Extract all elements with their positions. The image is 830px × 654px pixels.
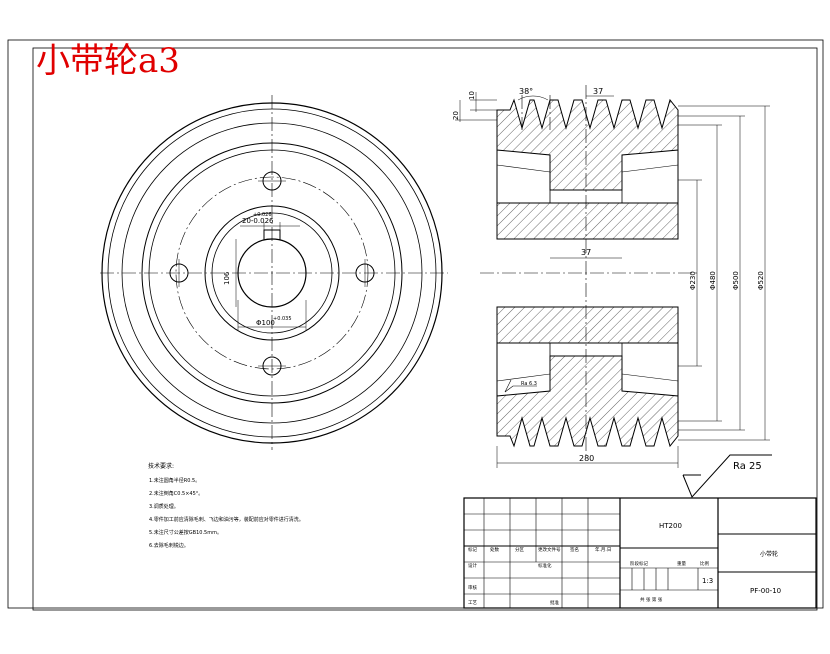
label-count: 处数 <box>490 546 499 553</box>
label-change-doc: 更改文件号 <box>538 546 561 553</box>
inner-frame <box>32 47 818 611</box>
dim-groove-pitch: 37 <box>593 87 603 96</box>
title-ratio: 比例 <box>700 560 709 567</box>
dim-bore-tol: +0.035 <box>273 316 292 322</box>
tech-note-item: 3.调质处理。 <box>149 503 179 510</box>
title-weight: 重量 <box>677 560 686 567</box>
tech-note-item: 1.未注圆角半径R0.5。 <box>149 477 200 484</box>
title-stage: 阶段标记 <box>630 560 648 567</box>
label-approve: 批准 <box>550 599 559 606</box>
label-zone: 分区 <box>515 546 524 553</box>
tech-note-item: 6.去除毛刺锐边。 <box>149 542 189 549</box>
dim-bore-dia: Φ100 <box>256 319 275 327</box>
section-view: 38° 37 10 20 37 Φ230 Φ480 Φ500 Φ520 <box>452 85 770 468</box>
dim-rim-height: 20 <box>452 111 460 120</box>
tech-note-item: 2.未注倒角C0.5×45°。 <box>149 490 203 497</box>
drawing-title: 小带轮a3 <box>36 41 180 81</box>
dim-groove-depth: 10 <box>468 91 476 100</box>
label-review: 审核 <box>468 584 477 591</box>
dim-key-width: 20-0.026 <box>242 217 274 225</box>
title-drawing-no: PF-00-10 <box>750 587 781 595</box>
label-date: 年.月.日 <box>595 546 611 553</box>
dim-groove-dia: Φ500 <box>732 271 740 290</box>
tech-note-item: 5.未注尺寸公差按GB10.5mm。 <box>149 529 222 536</box>
technical-notes: 技术要求: 1.未注圆角半径R0.5。 2.未注倒角C0.5×45°。 3.调质… <box>148 462 304 549</box>
label-standard: 标准化 <box>538 562 552 569</box>
outer-frame <box>7 39 824 609</box>
title-part-name: 小带轮 <box>760 550 778 558</box>
tech-note-item: 4.零件加工前应清除毛刺、飞边和油污等，装配前应对零件进行清洗。 <box>149 516 304 523</box>
dim-hub-width: 37 <box>581 248 591 257</box>
label-mark: 标记 <box>468 546 477 553</box>
title-sheets: 共 张 第 张 <box>640 596 663 603</box>
dim-hub-dia: Φ230 <box>689 271 697 290</box>
surface-ra-small: Ra 6.3 <box>521 381 537 387</box>
label-process: 工艺 <box>468 600 477 606</box>
dim-bore-depth: 106 <box>223 271 231 285</box>
dim-outer-dia: Φ520 <box>757 271 765 290</box>
surface-roughness-symbol: Ra 25 <box>682 454 772 498</box>
label-sign: 签名 <box>570 546 579 553</box>
title-scale: 1:3 <box>702 577 713 585</box>
surface-ra-main: Ra 25 <box>733 461 762 472</box>
title-block: HT200 小带轮 PF-00-10 1:3 阶段标记 重量 比例 共 张 第 … <box>463 497 817 609</box>
tech-notes-heading: 技术要求: <box>148 462 174 470</box>
dim-web-dia: Φ480 <box>709 271 717 290</box>
dim-key-width-tol: +0.026 <box>253 212 272 218</box>
dim-overall-width: 280 <box>579 454 594 463</box>
front-view: 20-0.026 +0.026 106 Φ100 +0.035 <box>100 95 448 450</box>
label-design: 设计 <box>468 562 477 569</box>
title-material: HT200 <box>659 522 682 530</box>
dim-angle: 38° <box>519 87 533 96</box>
